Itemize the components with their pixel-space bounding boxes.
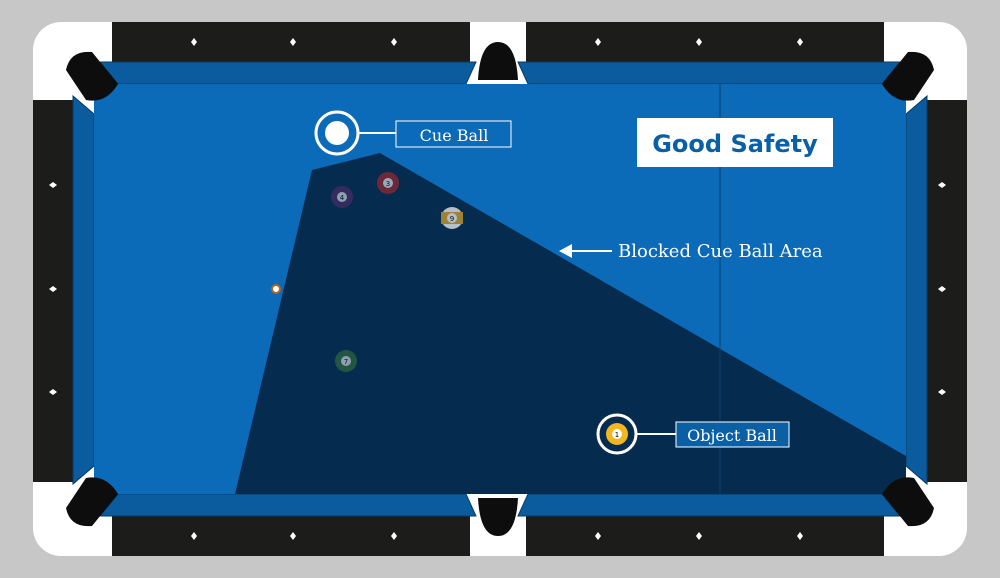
ball-4: 4 xyxy=(331,186,353,208)
pockets xyxy=(66,42,934,536)
diamond-marker xyxy=(595,532,601,540)
cue-ball xyxy=(314,110,360,156)
object-ball-label-box xyxy=(675,421,790,448)
spot-marker xyxy=(271,284,281,294)
pocket-bottom-left xyxy=(66,477,118,527)
pocket-bottom-middle xyxy=(478,498,518,536)
cushions xyxy=(72,61,928,517)
ball-7-number: 7 xyxy=(344,358,348,366)
ball-4-number: 4 xyxy=(340,194,345,202)
diamonds xyxy=(49,38,946,540)
diamond-marker xyxy=(938,389,946,395)
blocked-area-arrow-head xyxy=(559,244,572,258)
object-ball-label: Object Ball xyxy=(687,426,777,445)
ball-7-center xyxy=(341,356,351,366)
object-ball-center xyxy=(612,429,622,439)
rail-top-right xyxy=(526,22,884,62)
ball-9-center xyxy=(447,213,457,223)
pocket-top-right xyxy=(882,51,934,101)
blocked-cue-ball-area xyxy=(235,153,906,494)
ball-7: 7 xyxy=(335,350,357,372)
diamond-marker xyxy=(696,532,702,540)
diagram-title: Good Safety xyxy=(652,130,818,158)
diamond-marker xyxy=(290,532,296,540)
cushion-left xyxy=(72,94,95,486)
diamond-marker xyxy=(191,38,197,46)
rails xyxy=(33,22,967,556)
ball-9-number: 9 xyxy=(450,215,454,223)
cushion-bottom-right xyxy=(517,493,902,517)
cushion-top-right xyxy=(517,61,902,85)
ball-9: 9 xyxy=(441,207,463,229)
diamond-marker xyxy=(290,38,296,46)
pocket-top-left xyxy=(66,51,118,101)
object-ball: 1 xyxy=(596,413,638,455)
diamond-marker xyxy=(49,389,57,395)
object-ball-ring xyxy=(596,413,638,455)
cue-ball-body xyxy=(325,121,349,145)
diamond-marker xyxy=(797,38,803,46)
object-ball-number: 1 xyxy=(615,431,619,439)
pocket-top-middle xyxy=(478,42,518,80)
cue-ball-label: Cue Ball xyxy=(420,126,489,145)
diamond-marker xyxy=(49,286,57,292)
diamond-marker xyxy=(391,38,397,46)
diamond-marker xyxy=(49,182,57,188)
ball-3: 3 xyxy=(377,172,399,194)
pocket-bottom-right xyxy=(882,477,934,527)
title-badge xyxy=(637,118,833,167)
diamond-marker xyxy=(797,532,803,540)
blocked-area-label: Blocked Cue Ball Area xyxy=(618,241,823,262)
diamond-marker xyxy=(696,38,702,46)
cushion-right xyxy=(905,94,928,486)
diamond-marker xyxy=(191,532,197,540)
ball-3-center xyxy=(383,178,393,188)
diamond-marker xyxy=(595,38,601,46)
rail-right xyxy=(927,100,967,482)
diamond-marker xyxy=(391,532,397,540)
rail-bottom-right xyxy=(526,516,884,556)
cushion-bottom-left xyxy=(98,493,477,517)
diamond-marker xyxy=(938,182,946,188)
ball-3-number: 3 xyxy=(386,180,390,188)
diamond-marker xyxy=(938,286,946,292)
cushion-top-left xyxy=(98,61,477,85)
ball-4-center xyxy=(337,192,347,202)
cue-ball-label-box xyxy=(395,120,512,148)
cue-ball-ring xyxy=(314,110,360,156)
